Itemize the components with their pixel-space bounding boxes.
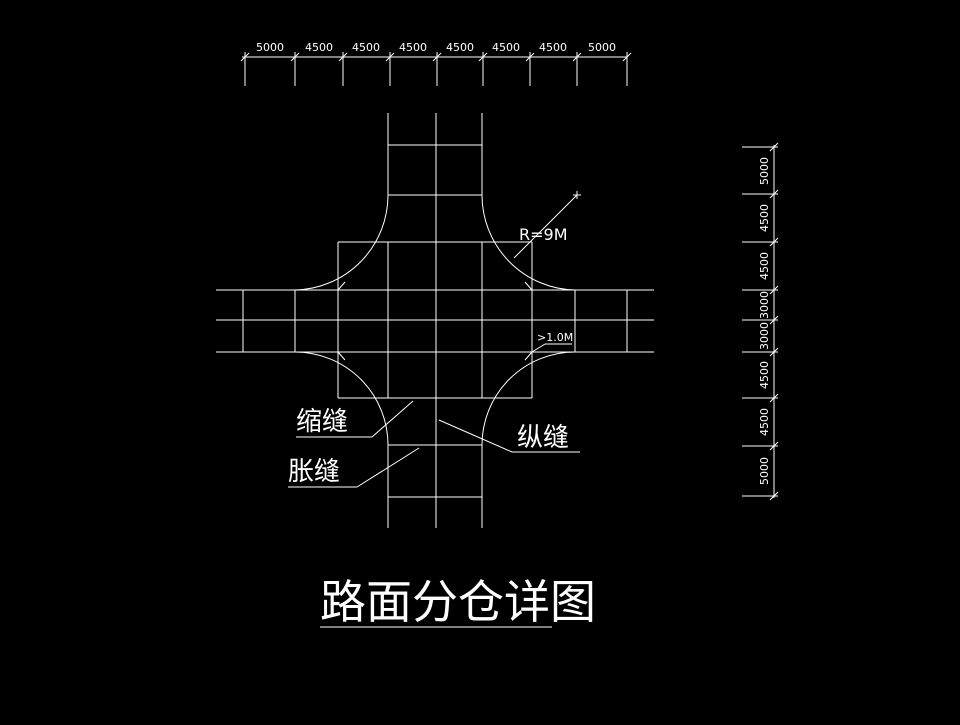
drawing-title: 路面分仓详图: [320, 575, 596, 629]
longitudinal-joint-leader: [438, 419, 580, 453]
longitudinal-joint-label: 纵缝: [517, 423, 569, 453]
expansion-joint-label: 胀缝: [288, 457, 340, 487]
top-dim-text: 4500: [446, 41, 474, 54]
contraction-joint-label: 缩缝: [296, 407, 348, 437]
top-dimension-texts: 5000 4500 4500 4500 4500 4500 4500 5000: [256, 41, 616, 54]
top-dim-text: 4500: [492, 41, 520, 54]
top-dim-text: 5000: [588, 41, 616, 54]
right-dim-text: 3000: [758, 322, 771, 350]
expansion-joint-leader: [288, 447, 420, 488]
offset-leader: [531, 343, 572, 353]
right-dim-text: 4500: [758, 204, 771, 232]
top-dim-text: 5000: [256, 41, 284, 54]
right-dim-text: 3000: [758, 291, 771, 319]
offset-label: >1.0M: [537, 331, 573, 344]
radius-label: R=9M: [519, 225, 568, 244]
right-dim-text: 4500: [758, 252, 771, 280]
top-dim-text: 4500: [539, 41, 567, 54]
right-dimension-texts: 5000 4500 4500 3000 3000 4500 4500 5000: [758, 157, 771, 485]
longitudinal-joints: [216, 113, 654, 528]
transverse-joints: [242, 144, 628, 498]
contraction-joint-leader: [296, 400, 414, 438]
top-dimension-line: [240, 52, 632, 86]
road-outline: [216, 113, 654, 528]
top-dim-text: 4500: [305, 41, 333, 54]
top-dim-text: 4500: [399, 41, 427, 54]
right-dim-text: 4500: [758, 408, 771, 436]
right-dim-text: 4500: [758, 361, 771, 389]
radius-leader: [513, 191, 581, 259]
right-dimension-line: [742, 142, 779, 501]
top-dim-text: 4500: [352, 41, 380, 54]
right-dim-text: 5000: [758, 457, 771, 485]
right-dim-text: 5000: [758, 157, 771, 185]
